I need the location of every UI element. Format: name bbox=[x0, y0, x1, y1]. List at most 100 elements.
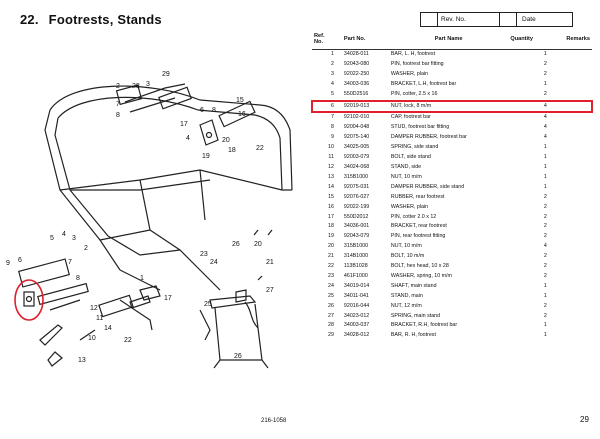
part-no-cell: 92004-048 bbox=[343, 124, 370, 131]
callout-16: 16 bbox=[238, 111, 246, 118]
part-name-cell: BRACKET, R.H, footrest bar bbox=[390, 322, 458, 329]
quantity-cell: 2 bbox=[543, 60, 547, 67]
ref-cell: 12 bbox=[328, 163, 334, 170]
callout-11: 11 bbox=[96, 315, 103, 322]
quantity-cell: 1 bbox=[543, 322, 547, 329]
remarks-cell bbox=[549, 232, 592, 242]
quantity-cell: 2 bbox=[543, 302, 547, 309]
ref-cell: 14 bbox=[328, 183, 334, 190]
col-part-no: Part No. bbox=[335, 30, 389, 50]
remarks-cell bbox=[549, 302, 592, 312]
callout-18: 18 bbox=[228, 147, 236, 154]
callout-22b: 22 bbox=[124, 337, 132, 344]
part-name-cell: PIN, cotter 2.0 x 12 bbox=[390, 213, 437, 220]
part-no-cell: 34003-037 bbox=[343, 322, 370, 329]
part-no-cell: 34025-005 bbox=[343, 144, 370, 151]
ref-cell: 5 bbox=[330, 90, 334, 97]
callout-21: 21 bbox=[266, 259, 274, 266]
remarks-cell bbox=[549, 312, 592, 322]
part-name-cell: WASHER, plain bbox=[390, 70, 429, 77]
callout-17b: 17 bbox=[164, 295, 172, 302]
ref-cell: 21 bbox=[328, 253, 334, 260]
quantity-cell: 4 bbox=[543, 114, 547, 121]
part-name-cell: DAMPER RUBBER, side stand bbox=[390, 183, 465, 190]
remarks-cell bbox=[549, 133, 592, 143]
callout-9: 9 bbox=[6, 260, 10, 267]
remarks-cell bbox=[549, 242, 592, 252]
remarks-cell bbox=[549, 143, 592, 153]
section-number: 22. bbox=[20, 12, 39, 27]
part-no-cell: 315B1000 bbox=[343, 173, 369, 180]
ref-cell: 18 bbox=[328, 223, 334, 230]
remarks-cell bbox=[549, 321, 592, 331]
page-title: 22. Footrests, Stands bbox=[20, 12, 162, 27]
part-no-cell: 92016-044 bbox=[343, 302, 370, 309]
ref-cell: 9 bbox=[330, 134, 334, 141]
part-no-cell: 34028-012 bbox=[343, 332, 370, 339]
part-name-cell: WASHER, plain bbox=[390, 203, 429, 210]
quantity-cell: 2 bbox=[543, 263, 547, 270]
callout-23: 23 bbox=[200, 251, 208, 258]
ref-cell: 20 bbox=[328, 243, 334, 250]
table-row: 28 34003-037 BRACKET, R.H, footrest bar 1 bbox=[312, 321, 592, 331]
ref-cell: 24 bbox=[328, 282, 334, 289]
remarks-cell bbox=[549, 112, 592, 123]
ref-cell: 25 bbox=[328, 292, 334, 299]
quantity-cell: 4 bbox=[543, 124, 547, 131]
part-name-cell: PIN, rear footrest fitting bbox=[390, 233, 446, 240]
remarks-cell bbox=[549, 60, 592, 70]
ref-cell: 15 bbox=[328, 193, 334, 200]
part-no-cell: 34028-011 bbox=[343, 51, 369, 57]
part-no-cell: 315B1000 bbox=[343, 243, 369, 250]
callout-10: 10 bbox=[88, 335, 96, 342]
quantity-cell: 1 bbox=[543, 51, 547, 57]
quantity-cell: 4 bbox=[508, 99, 549, 114]
ref-cell: 3 bbox=[330, 70, 334, 77]
quantity-cell: 1 bbox=[543, 80, 547, 87]
callout-1: 1 bbox=[140, 275, 144, 282]
callout-7b: 7 bbox=[68, 259, 72, 266]
part-name-cell: PIN, cotter, 2.5 x 16 bbox=[390, 90, 438, 97]
part-name-cell: STUD, footrest bar fitting bbox=[390, 124, 450, 131]
quantity-cell: 2 bbox=[543, 193, 547, 200]
remarks-cell bbox=[549, 331, 592, 341]
part-no-cell: 92022-250 bbox=[343, 70, 370, 77]
ref-cell: 6 bbox=[311, 99, 336, 114]
ref-cell: 4 bbox=[330, 80, 334, 87]
part-no-cell: 34019-014 bbox=[343, 282, 370, 289]
revision-box: Rev. No. Date bbox=[420, 12, 573, 27]
quantity-cell: 2 bbox=[543, 233, 547, 240]
callout-3b: 3 bbox=[72, 235, 76, 242]
remarks-cell bbox=[548, 99, 594, 114]
part-no-cell: 34023-012 bbox=[343, 312, 370, 319]
callout-14: 14 bbox=[104, 325, 112, 332]
part-no-cell: 34024-068 bbox=[343, 163, 370, 170]
part-name-cell: STAND, main bbox=[390, 292, 423, 299]
quantity-cell: 1 bbox=[543, 292, 547, 299]
table-row: 25 34011-041 STAND, main 1 bbox=[312, 292, 592, 302]
part-no-cell: 34011-041 bbox=[343, 292, 369, 299]
quantity-cell: 4 bbox=[543, 134, 547, 141]
part-name-cell: CAP, footrest bar bbox=[390, 114, 431, 121]
remarks-cell bbox=[549, 183, 592, 193]
part-name-cell: BOLT, hex head, 10 x 28 bbox=[390, 263, 449, 270]
remarks-cell bbox=[549, 80, 592, 90]
part-no-cell: 34003-036 bbox=[343, 80, 370, 87]
ref-cell: 27 bbox=[328, 312, 334, 319]
ref-cell: 28 bbox=[328, 322, 334, 329]
part-no-cell: 92043-079 bbox=[343, 233, 370, 240]
ref-cell: 16 bbox=[328, 203, 334, 210]
section-title: Footrests, Stands bbox=[48, 12, 162, 27]
